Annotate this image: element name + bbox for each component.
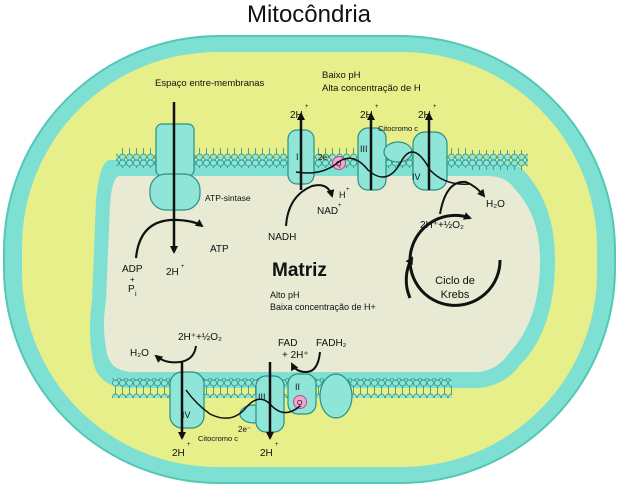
krebs-label-2: Krebs [441, 289, 470, 301]
krebs-cycle [404, 212, 502, 307]
two-h-complex-i: 2H [290, 110, 303, 121]
lipid-bilayer-top-right [468, 150, 528, 170]
h2o-bottom: H₂O [130, 348, 149, 359]
oxygen-arrow-bottom [154, 345, 197, 364]
cytochrome-c-bottom: Citocromo c [198, 434, 238, 443]
fad-label: FAD [278, 338, 297, 349]
high-h-label: Alta concentração de H [322, 83, 421, 94]
pi-subscript: i [135, 291, 137, 298]
two-h-complex-iv-sup: + [433, 104, 437, 110]
atp-formation-arrow [134, 218, 204, 259]
complex-iii-bottom-label: III [258, 392, 266, 402]
fadh2-arrow [291, 351, 321, 374]
two-h-complex-iv: 2H [418, 110, 431, 121]
complex-iii-label: III [360, 144, 368, 154]
adp-label: ADP [122, 264, 143, 275]
atp-synthase-label: ATP-sintase [205, 193, 251, 203]
nad-label: NAD [317, 206, 338, 217]
electron-path-top [295, 151, 471, 185]
two-h-synthase-sup: + [181, 264, 185, 270]
krebs-label-1: Ciclo de [435, 275, 475, 287]
complex-ii-label: II [295, 382, 300, 392]
quinone-bottom [293, 395, 307, 409]
nadh-label: NADH [268, 232, 296, 243]
nadh-arrow [285, 184, 335, 227]
oxygen-arrow-top [439, 180, 486, 215]
h-label: H [339, 190, 346, 200]
adp-plus: + [130, 275, 135, 284]
high-ph-label: Alto pH [270, 290, 300, 300]
h2o-top: H₂O [486, 199, 505, 210]
quinone-top-label: Q [336, 161, 342, 168]
two-h-complex-iv-bottom: 2H [172, 448, 185, 459]
two-e-bottom: 2e⁻ [238, 425, 251, 434]
two-h-complex-iii-bottom: 2H [260, 448, 273, 459]
two-h-complex-iii: 2H [360, 110, 373, 121]
two-h-complex-i-sup: + [305, 104, 309, 110]
electron-path-bottom [185, 389, 301, 419]
intermembrane-label: Espaço entre-membranas [155, 78, 265, 89]
complex-i-label: I [296, 152, 299, 162]
fadh2-label: FADH₂ [316, 338, 347, 349]
o2-bottom: 2H⁺+½O₂ [178, 332, 222, 343]
two-h-complex-iv-bottom-sup: + [187, 442, 191, 448]
matrix-area [104, 176, 540, 372]
complex-iv-bottom-label: IV [182, 410, 191, 420]
o2-top: 2H⁺+½O₂ [420, 220, 464, 231]
two-h-synthase: 2H [166, 267, 179, 278]
matrix-label: Matriz [272, 260, 327, 281]
low-h-label: Baixa concentração de H+ [270, 302, 376, 312]
h-sup: + [346, 187, 350, 193]
atp-label: ATP [210, 244, 229, 255]
two-h-complex-iii-bottom-sup: + [275, 442, 279, 448]
quinone-bottom-label: Q [297, 400, 303, 407]
fad-plus-2h: + 2H⁺ [282, 350, 309, 361]
complex-iv-label: IV [412, 172, 421, 182]
low-ph-label: Baixo pH [322, 70, 361, 81]
two-e-top: 2e⁻ [318, 153, 331, 162]
two-h-complex-iii-sup: + [375, 104, 379, 110]
complex-iv-bottom [169, 371, 205, 429]
diagram-title: Mitocôndria [247, 1, 372, 28]
pi-label: P [128, 284, 135, 295]
cytochrome-c-top: Citocromo c [378, 124, 418, 133]
nad-sup: + [338, 203, 342, 209]
